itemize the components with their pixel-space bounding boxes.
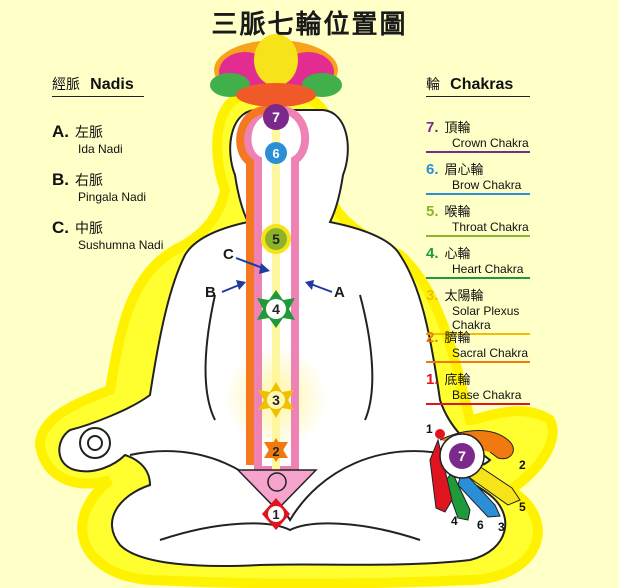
arrow-c-head (259, 263, 270, 274)
hand-num-2: 2 (519, 458, 526, 472)
marker-3-label: 3 (272, 392, 280, 408)
chakra-2-en: Sacral Chakra (452, 346, 529, 360)
chakra-5-zh: 喉輪 (444, 205, 471, 220)
chakra-7: 7. 頂輪 Crown Chakra (426, 117, 534, 153)
chakra-1: 1. 底輪 Base Chakra (426, 369, 534, 405)
nadi-a-zh: 左脈 (75, 125, 103, 141)
chakra-5-num: 5. (426, 203, 439, 220)
chakra-6: 6. 眉心輪 Brow Chakra (426, 159, 534, 195)
hand-num-4: 4 (451, 514, 458, 528)
marker-2: 2 (264, 438, 288, 462)
lotus-crown (210, 34, 342, 107)
chakra-5-en: Throat Chakra (452, 220, 529, 234)
left-hand-symbol (79, 427, 111, 459)
nadi-a-en: Ida Nadi (78, 142, 123, 156)
chakra-3-zh: 太陽輪 (444, 289, 484, 304)
nadi-c-zh: 中脈 (75, 221, 103, 237)
chakra-6-en: Brow Chakra (452, 178, 522, 192)
chakra-5: 5. 喉輪 Throat Chakra (426, 201, 534, 237)
hand-num-5: 5 (519, 500, 526, 514)
marker-2-label: 2 (272, 444, 279, 459)
chakra-7-num: 7. (426, 119, 439, 136)
nadis-heading-zh: 經脈 (52, 77, 80, 93)
hand-num-6: 6 (477, 518, 484, 532)
nadi-b: B. 右脈 Pingala Nadi (52, 170, 146, 204)
chakra-6-zh: 眉心輪 (444, 163, 484, 178)
label-b: B (205, 284, 216, 301)
marker-5-label: 5 (272, 231, 280, 247)
nadis-heading: 經脈 Nadis (52, 74, 144, 97)
marker-7: 7 (263, 104, 289, 130)
marker-3: 3 (258, 382, 294, 418)
nadi-c-letter: C. (52, 218, 69, 237)
nadis-heading-en: Nadis (90, 76, 134, 93)
hand-center-label: 7 (458, 448, 466, 464)
left-arm-line (204, 294, 216, 421)
marker-6-label: 6 (272, 146, 279, 161)
chakra-1-en: Base Chakra (452, 388, 522, 402)
arrow-a-head (305, 280, 314, 290)
pingala-channel (236, 105, 275, 465)
label-a: A (334, 284, 345, 301)
nadi-a: A. 左脈 Ida Nadi (52, 122, 123, 156)
marker-7-label: 7 (272, 109, 280, 125)
base-spiral (267, 472, 287, 492)
marker-4-label: 4 (272, 301, 280, 317)
marker-5: 5 (261, 224, 291, 254)
foot-line (159, 522, 421, 541)
nadi-b-letter: B. (52, 170, 69, 189)
chakra-2-num: 2. (426, 329, 439, 346)
marker-6: 6 (265, 142, 287, 164)
chakra-3-en: Solar Plexus Chakra (452, 304, 520, 332)
chakra-7-zh: 頂輪 (444, 121, 471, 136)
nadi-a-letter: A. (52, 122, 69, 141)
hand-num-1: 1 (426, 422, 433, 436)
chakras-heading-zh: 輪 (426, 77, 440, 93)
chakras-heading: 輪 Chakras (426, 74, 530, 97)
chakra-4: 4. 心輪 Heart Chakra (426, 243, 534, 279)
nadi-c-en: Sushumna Nadi (78, 238, 164, 252)
legs-line (129, 450, 451, 522)
arrow-b-head (236, 280, 246, 290)
nadi-b-en: Pingala Nadi (78, 190, 147, 204)
hand-num-3: 3 (498, 520, 505, 534)
right-hand-chart: 7 (429, 429, 521, 521)
chakra-4-zh: 心輪 (444, 247, 471, 262)
nadi-c: C. 中脈 Sushumna Nadi (52, 218, 163, 252)
chakra-4-en: Heart Chakra (452, 262, 524, 276)
chakra-3-num: 3. (426, 287, 439, 304)
marker-1: 1 (262, 498, 290, 530)
marker-4: 4 (257, 290, 295, 328)
chakra-1-zh: 底輪 (444, 373, 471, 388)
chakra-3: 3. 太陽輪 Solar Plexus Chakra (426, 285, 534, 335)
marker-1-label: 1 (272, 507, 279, 522)
chakra-6-num: 6. (426, 161, 439, 178)
right-arm-line (359, 294, 374, 421)
chakras-heading-en: Chakras (450, 76, 514, 93)
chakra-1-num: 1. (426, 371, 439, 388)
chakra-2-zh: 臍輪 (444, 331, 471, 346)
base-triangle (236, 469, 318, 512)
label-c: C (223, 246, 234, 263)
page-title: 三脈七輪位置圖 (211, 10, 408, 40)
chakra-2: 2. 臍輪 Sacral Chakra (426, 327, 534, 363)
chakra-4-num: 4. (426, 245, 439, 262)
nadi-b-zh: 右脈 (75, 173, 103, 189)
chakra-7-en: Crown Chakra (452, 136, 529, 150)
